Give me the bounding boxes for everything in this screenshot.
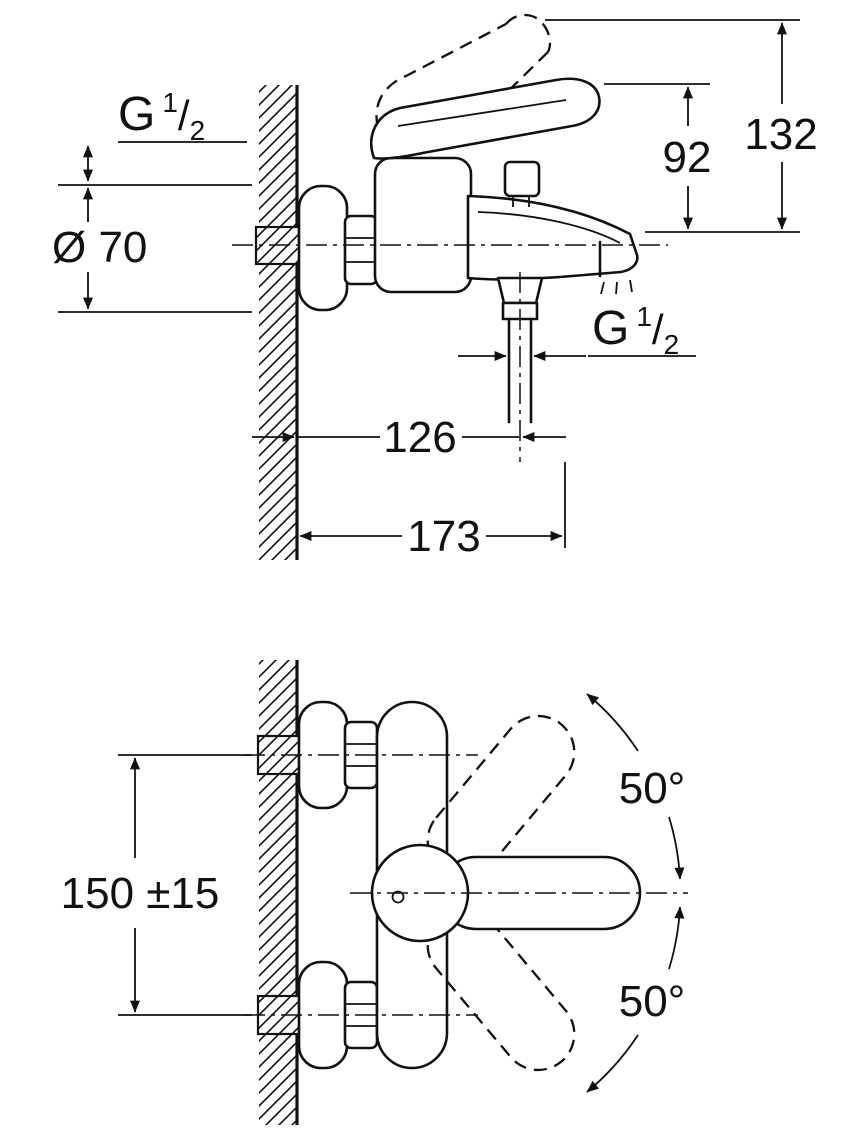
thread-label-slash: / bbox=[652, 306, 664, 353]
thread-label-sup: 1 bbox=[636, 301, 652, 332]
label-50-down: 50° bbox=[619, 977, 686, 1026]
label-132: 132 bbox=[744, 110, 817, 159]
escutcheon bbox=[297, 184, 349, 312]
thread-label-sup: 1 bbox=[162, 87, 178, 118]
label-126: 126 bbox=[383, 413, 456, 462]
label-173: 173 bbox=[407, 512, 480, 561]
plan-view: 150 ±15 50° 50° bbox=[61, 660, 688, 1125]
mixer-body bbox=[373, 156, 473, 294]
wall-hatching bbox=[259, 660, 297, 1125]
swivel-arc-down bbox=[586, 1034, 639, 1093]
mixer-plan bbox=[244, 700, 688, 1072]
handle-edge-line bbox=[397, 99, 567, 127]
thread-label-sub: 2 bbox=[190, 115, 206, 146]
cap-logo-mark bbox=[391, 890, 405, 904]
handle-raised-tip-dashed bbox=[505, 13, 552, 53]
wall-section bbox=[259, 660, 299, 1125]
spout-contour-line bbox=[477, 211, 621, 244]
aerator-spray-ticks bbox=[600, 279, 633, 295]
swivel-arc-up bbox=[586, 693, 639, 752]
thread-label-sub: 2 bbox=[664, 329, 680, 360]
dimensions-plan: 150 ±15 50° 50° bbox=[61, 693, 686, 1093]
thread-label-slash: / bbox=[178, 92, 190, 139]
spout bbox=[466, 194, 639, 281]
swivel-arc-up bbox=[668, 816, 685, 880]
label-50-up: 50° bbox=[619, 764, 686, 813]
label-150: 150 ±15 bbox=[61, 869, 220, 918]
wall-hatching bbox=[259, 85, 297, 560]
mixer-side bbox=[232, 13, 668, 462]
swivel-arc-down bbox=[668, 906, 685, 970]
thread-label-base: G bbox=[592, 302, 629, 355]
wall-section bbox=[259, 85, 299, 560]
diverter-knob bbox=[503, 160, 541, 198]
label-diameter-70: Ø 70 bbox=[52, 223, 147, 272]
thread-label-base: G bbox=[118, 88, 155, 141]
handle-raised-dashed bbox=[375, 22, 507, 129]
hex-union-nut bbox=[343, 214, 379, 286]
label-92: 92 bbox=[663, 133, 712, 182]
handle-lever bbox=[369, 77, 601, 160]
